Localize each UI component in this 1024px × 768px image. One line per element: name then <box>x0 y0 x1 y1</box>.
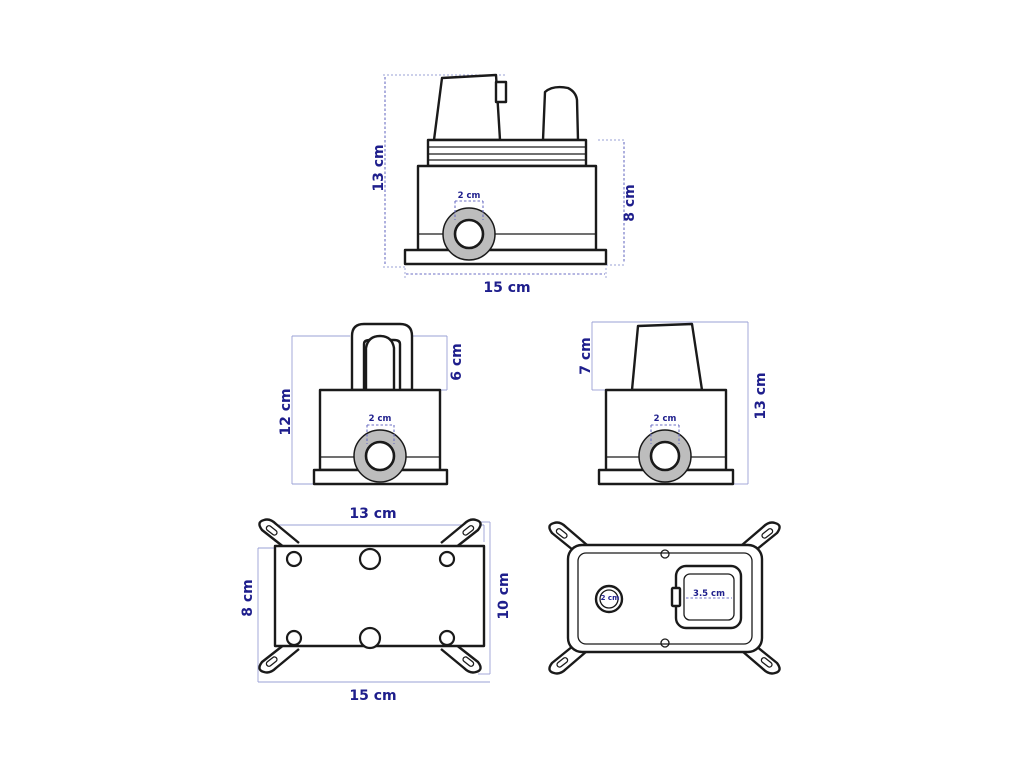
mount-hole <box>285 629 303 647</box>
dim-label-height-outer: 10 cm <box>496 572 512 619</box>
center-hole <box>358 547 382 571</box>
cartridge-tab <box>670 586 682 608</box>
arm-slot <box>462 525 475 536</box>
arm-slot <box>761 528 774 539</box>
arm-slot <box>556 657 569 668</box>
dim-label-height-total: 12 cm <box>278 388 294 435</box>
housing-inner <box>577 552 753 645</box>
dim-label-port: 2 cm <box>369 414 392 424</box>
dim-label-height-total: 13 cm <box>753 372 769 419</box>
cartridge-seat <box>683 573 735 621</box>
arm-slot <box>555 528 568 539</box>
front-right-view: 7 cm 13 cm 2 cm <box>578 321 769 486</box>
top-view-assembly: 13 cm 8 cm 15 cm 2 cm <box>371 73 638 296</box>
arm-slot <box>265 656 278 667</box>
bracket-arm <box>258 518 300 549</box>
threaded-collar <box>426 138 588 168</box>
bracket-front-view: 2 cm 3.5 cm <box>548 521 781 675</box>
bracket-arm <box>258 643 300 674</box>
center-hole <box>358 626 382 650</box>
port-hole <box>649 440 681 472</box>
base-plate <box>403 248 608 266</box>
arm-slot <box>462 656 475 667</box>
mount-hole <box>438 629 456 647</box>
front-left-view: 12 cm 6 cm 2 cm <box>278 322 465 486</box>
port-hole <box>364 440 396 472</box>
handle-tab <box>494 80 508 104</box>
bracket-back-view: 13 cm 15 cm 8 cm 10 cm <box>240 506 512 704</box>
dim-label-height-handle: 6 cm <box>449 343 465 381</box>
large-handle <box>432 73 502 142</box>
bracket-arm <box>440 643 482 674</box>
arm-slot <box>760 657 773 668</box>
dim-label-height-top: 7 cm <box>578 337 594 375</box>
top-handle <box>630 322 704 392</box>
dim-label-port: 2 cm <box>458 191 481 201</box>
dim-label-width-inner: 13 cm <box>349 506 396 522</box>
dim-label-width-outer: 15 cm <box>349 688 396 704</box>
small-handle <box>541 85 580 142</box>
port-hole <box>453 218 485 250</box>
mount-hole <box>285 550 303 568</box>
dim-label-port: 2 cm <box>654 414 677 424</box>
bracket-arm <box>548 521 588 551</box>
dim-label-width: 15 cm <box>483 280 530 296</box>
dim-label-height-body: 8 cm <box>622 184 638 222</box>
arm-slot <box>265 525 278 536</box>
screw-hole <box>660 638 670 648</box>
dim-label-height-inner: 8 cm <box>240 579 256 617</box>
loop-handle-inner <box>364 334 396 392</box>
dim-label-port: 2 cm <box>601 594 620 602</box>
dim-label-height-total: 13 cm <box>371 144 387 191</box>
mount-hole <box>438 550 456 568</box>
dim-label-cartridge: 3.5 cm <box>693 589 725 599</box>
bracket-arm <box>440 518 482 549</box>
bracket-arm <box>741 521 781 551</box>
port-hole <box>599 589 619 609</box>
screw-hole <box>660 549 670 559</box>
